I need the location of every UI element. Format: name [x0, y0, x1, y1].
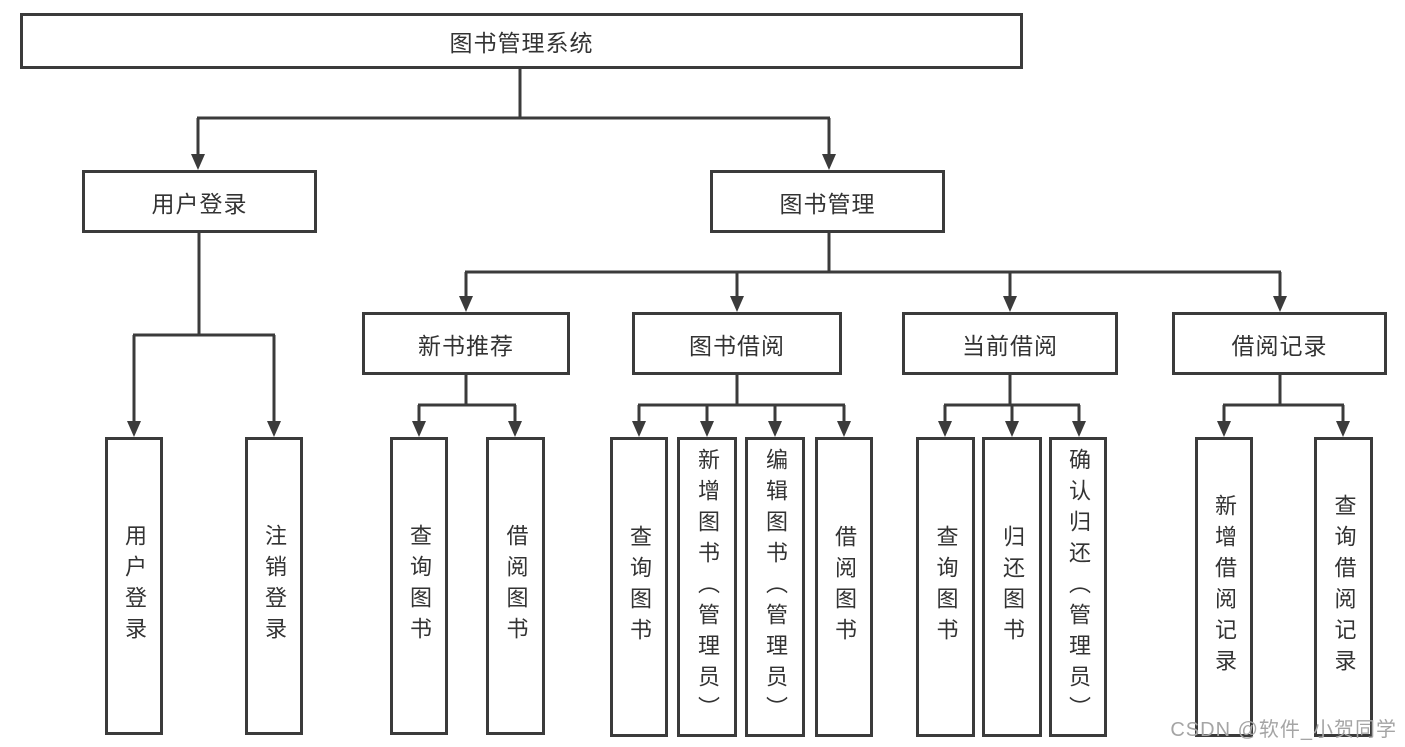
- node-query-borrow-record: 查询借阅记录: [1314, 437, 1373, 737]
- node-label: 用户登录: [151, 190, 248, 217]
- node-label: 图书管理: [779, 190, 876, 217]
- node-borrow-books-borrowing: 借阅图书: [815, 437, 873, 737]
- node-label: 查询图书: [627, 525, 652, 649]
- node-confirm-return-admin: 确认归还（管理员）: [1049, 437, 1107, 737]
- node-user-login-leaf: 用户登录: [105, 437, 163, 735]
- node-borrow-books-recommendation: 借阅图书: [486, 437, 545, 735]
- node-label: 图书借阅: [689, 332, 785, 359]
- node-label: 用户登录: [122, 524, 147, 648]
- node-label: 编辑图书（管理员）: [763, 447, 788, 727]
- node-query-books-recommendation: 查询图书: [390, 437, 448, 735]
- node-label: 新增图书（管理员）: [695, 447, 720, 727]
- node-borrowing-records: 借阅记录: [1172, 312, 1387, 375]
- node-label: 注销登录: [262, 524, 287, 648]
- node-user-login: 用户登录: [82, 170, 317, 233]
- node-return-book: 归还图书: [982, 437, 1042, 737]
- node-label: 查询借阅记录: [1331, 494, 1357, 680]
- node-new-book-recommendation: 新书推荐: [362, 312, 570, 375]
- node-label: 图书管理系统: [449, 30, 594, 56]
- node-book-borrowing: 图书借阅: [632, 312, 842, 375]
- node-query-books-borrowing: 查询图书: [610, 437, 668, 737]
- node-label: 确认归还（管理员）: [1066, 447, 1091, 727]
- node-label: 归还图书: [1000, 525, 1025, 649]
- node-add-book-admin: 新增图书（管理员）: [677, 437, 737, 737]
- node-query-books-current: 查询图书: [916, 437, 975, 737]
- node-add-borrow-record: 新增借阅记录: [1195, 437, 1253, 737]
- node-library-management-system: 图书管理系统: [20, 13, 1023, 69]
- node-label: 借阅记录: [1231, 332, 1328, 359]
- csdn-watermark: CSDN @软件_小贺同学: [1170, 719, 1397, 741]
- node-label: 查询图书: [933, 525, 959, 649]
- node-label: 新增借阅记录: [1212, 494, 1237, 680]
- node-label: 当前借阅: [962, 332, 1058, 359]
- node-book-management: 图书管理: [710, 170, 945, 233]
- node-label: 借阅图书: [503, 524, 529, 648]
- node-current-borrowing: 当前借阅: [902, 312, 1118, 375]
- node-label: 查询图书: [407, 524, 432, 648]
- node-label: 新书推荐: [418, 332, 514, 359]
- node-edit-book-admin: 编辑图书（管理员）: [745, 437, 805, 737]
- node-logout: 注销登录: [245, 437, 303, 735]
- node-label: 借阅图书: [832, 525, 857, 649]
